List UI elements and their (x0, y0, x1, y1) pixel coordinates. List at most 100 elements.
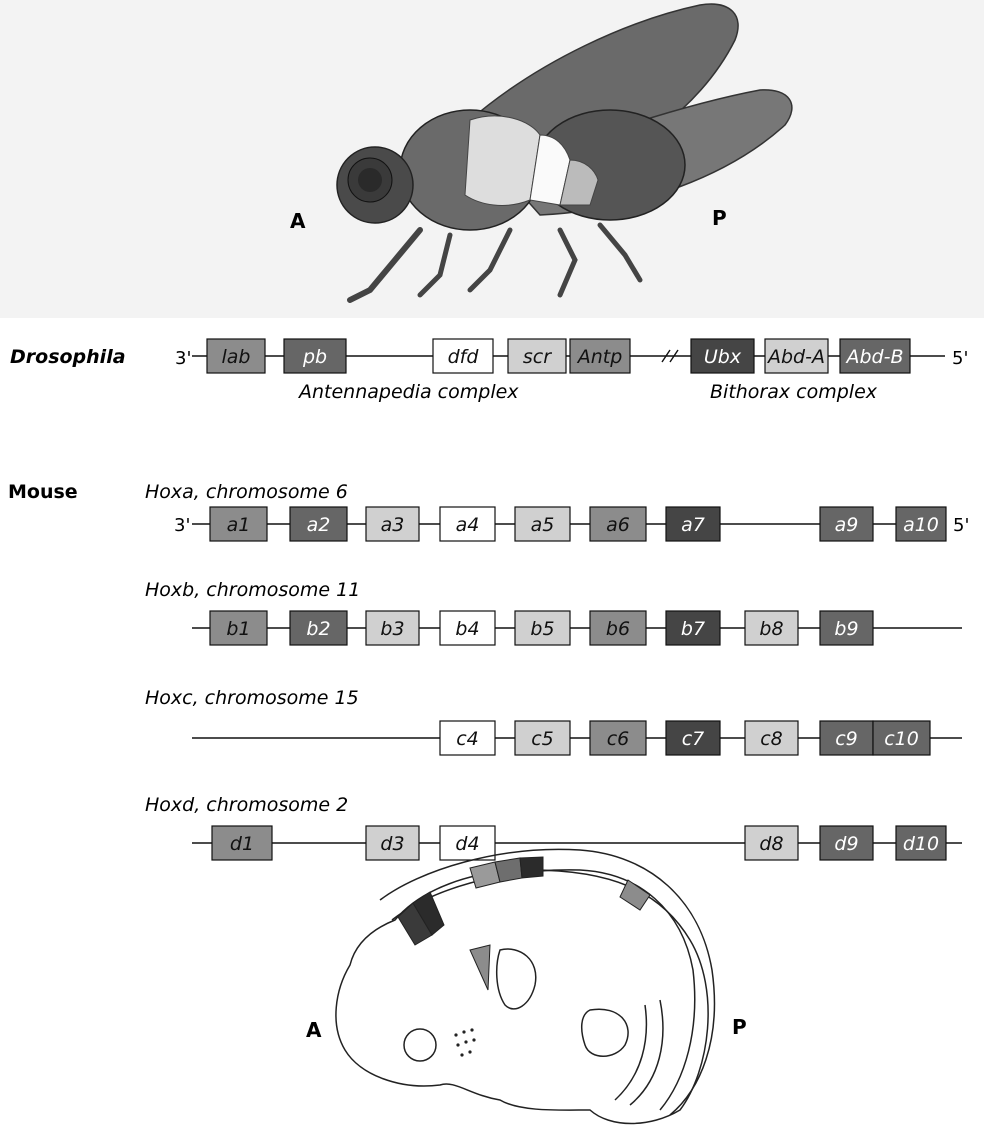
hoxa-gene-label: a4 (456, 514, 480, 536)
drosophila-gene-box (690, 338, 755, 374)
embryo-somite (469, 944, 491, 991)
hoxc-gene-label: c8 (760, 728, 783, 750)
drosophila-gene-label: lab (222, 346, 251, 368)
hoxd-label: Hoxd, chromosome 2 (145, 794, 348, 816)
embryo-posterior-label: P (732, 1015, 747, 1039)
hoxc-gene-label: c6 (607, 728, 630, 750)
hoxb-gene-box (365, 610, 420, 646)
hoxd-gene-label: d4 (455, 833, 479, 855)
embryo-dots (454, 1028, 476, 1057)
hoxb-gene-label: b5 (530, 618, 554, 640)
fly-posterior-label: P (712, 206, 727, 230)
hoxa-gene-label: a5 (531, 514, 555, 536)
drosophila-gene-label: Ubx (704, 346, 742, 368)
hoxa-gene-label: a6 (606, 514, 630, 536)
hoxa-gene-box (514, 506, 571, 542)
drosophila-5prime: 5' (952, 348, 968, 369)
drosophila-gene-box (569, 338, 631, 374)
drosophila-gene-label: Abd-A (766, 346, 825, 368)
hoxb-gene-box (209, 610, 268, 646)
hoxa-gene-box (819, 506, 874, 542)
hoxb-gene-box (289, 610, 348, 646)
hoxd-gene-label: d10 (903, 833, 939, 855)
drosophila-gene-box (839, 338, 911, 374)
hoxd-gene-box (895, 825, 947, 861)
hoxd-gene-label: d3 (380, 833, 404, 855)
hoxd-gene-box (819, 825, 874, 861)
drosophila-gene-label: scr (523, 346, 552, 368)
hoxd-gene-label: d9 (834, 833, 858, 855)
hoxb-gene-label: b3 (380, 618, 404, 640)
hoxc-gene-label: c9 (835, 728, 858, 750)
hoxa-gene-box (365, 506, 420, 542)
hoxd-gene-row: d1 d3 d4 d8 d9 d10 (192, 825, 962, 861)
hoxb-gene-label: b6 (606, 618, 630, 640)
hoxd-gene-label: d1 (230, 833, 254, 855)
hoxd-gene-label: d8 (759, 833, 783, 855)
hoxa-gene-box (439, 506, 496, 542)
hoxb-gene-box (665, 610, 721, 646)
hoxb-gene-label: b8 (759, 618, 783, 640)
hoxa-gene-label: a1 (227, 514, 251, 536)
antennapedia-complex-label: Antennapedia complex (297, 381, 519, 403)
embryo-segment-darkest-2 (519, 856, 544, 879)
drosophila-gene-box (764, 338, 829, 374)
hoxd-gene-box (211, 825, 273, 861)
embryo-segment-dark-2 (494, 857, 523, 883)
drosophila-break-mark (669, 349, 679, 363)
hoxb-gene-label: b7 (681, 618, 705, 640)
bithorax-complex-label: Bithorax complex (710, 381, 878, 403)
hoxb-gene-box (439, 610, 496, 646)
hoxa-gene-label: a2 (307, 514, 331, 536)
hoxc-label: Hoxc, chromosome 15 (145, 687, 359, 709)
hoxd-gene-box (439, 825, 496, 861)
hoxc-gene-label: c7 (682, 728, 705, 750)
hoxc-gene-label: c4 (456, 728, 479, 750)
hoxb-gene-label: b2 (306, 618, 330, 640)
drosophila-label: Drosophila (10, 346, 126, 368)
hoxc-gene-label: c5 (531, 728, 554, 750)
hoxa-gene-label: a9 (835, 514, 859, 536)
hoxb-label: Hoxb, chromosome 11 (145, 579, 360, 601)
drosophila-gene-label: Antp (576, 346, 623, 368)
drosophila-gene-row: lab pb dfd scr Antp Ubx Abd-A Abd-B (192, 338, 945, 374)
hoxa-label: Hoxa, chromosome 6 (145, 481, 348, 503)
hoxa-gene-box (209, 506, 268, 542)
hoxb-gene-box (819, 610, 874, 646)
mouse-label: Mouse (8, 481, 78, 503)
drosophila-gene-box (432, 338, 494, 374)
hoxc-gene-label: c10 (884, 728, 919, 750)
hoxb-gene-box (744, 610, 799, 646)
mouse-3prime: 3' (174, 515, 190, 536)
hoxd-gene-box (744, 825, 799, 861)
hoxa-gene-label: a7 (681, 514, 705, 536)
mouse-5prime: 5' (953, 515, 969, 536)
hoxa-gene-box (895, 506, 947, 542)
drosophila-gene-box (507, 338, 567, 374)
hoxc-gene-box (872, 720, 931, 756)
hoxc-gene-box (589, 720, 647, 756)
drosophila-gene-label: pb (302, 346, 327, 368)
drosophila-gene-box (283, 338, 347, 374)
hoxb-gene-box (514, 610, 571, 646)
hoxc-gene-box (744, 720, 799, 756)
hoxb-gene-label: b4 (455, 618, 479, 640)
hoxa-gene-box (665, 506, 721, 542)
hoxa-gene-row: a1 a2 a3 a4 a5 a6 a7 a9 a10 (192, 506, 947, 542)
embryo-anterior-label: A (306, 1018, 322, 1042)
embryo-segment-medium-2 (619, 879, 651, 911)
drosophila-gene-label: dfd (448, 346, 480, 368)
hoxc-gene-box (665, 720, 721, 756)
hoxa-gene-label: a10 (903, 514, 939, 536)
hoxa-gene-label: a3 (381, 514, 405, 536)
fly-illustration (336, 3, 793, 303)
drosophila-gene-box (206, 338, 266, 374)
hoxd-gene-box (365, 825, 420, 861)
embryo-segment-darkest (412, 891, 445, 936)
hoxb-gene-box (589, 610, 647, 646)
drosophila-break-mark (661, 349, 671, 363)
drosophila-gene-label: Abd-B (844, 346, 903, 368)
mouse-embryo-illustration (335, 848, 716, 1125)
